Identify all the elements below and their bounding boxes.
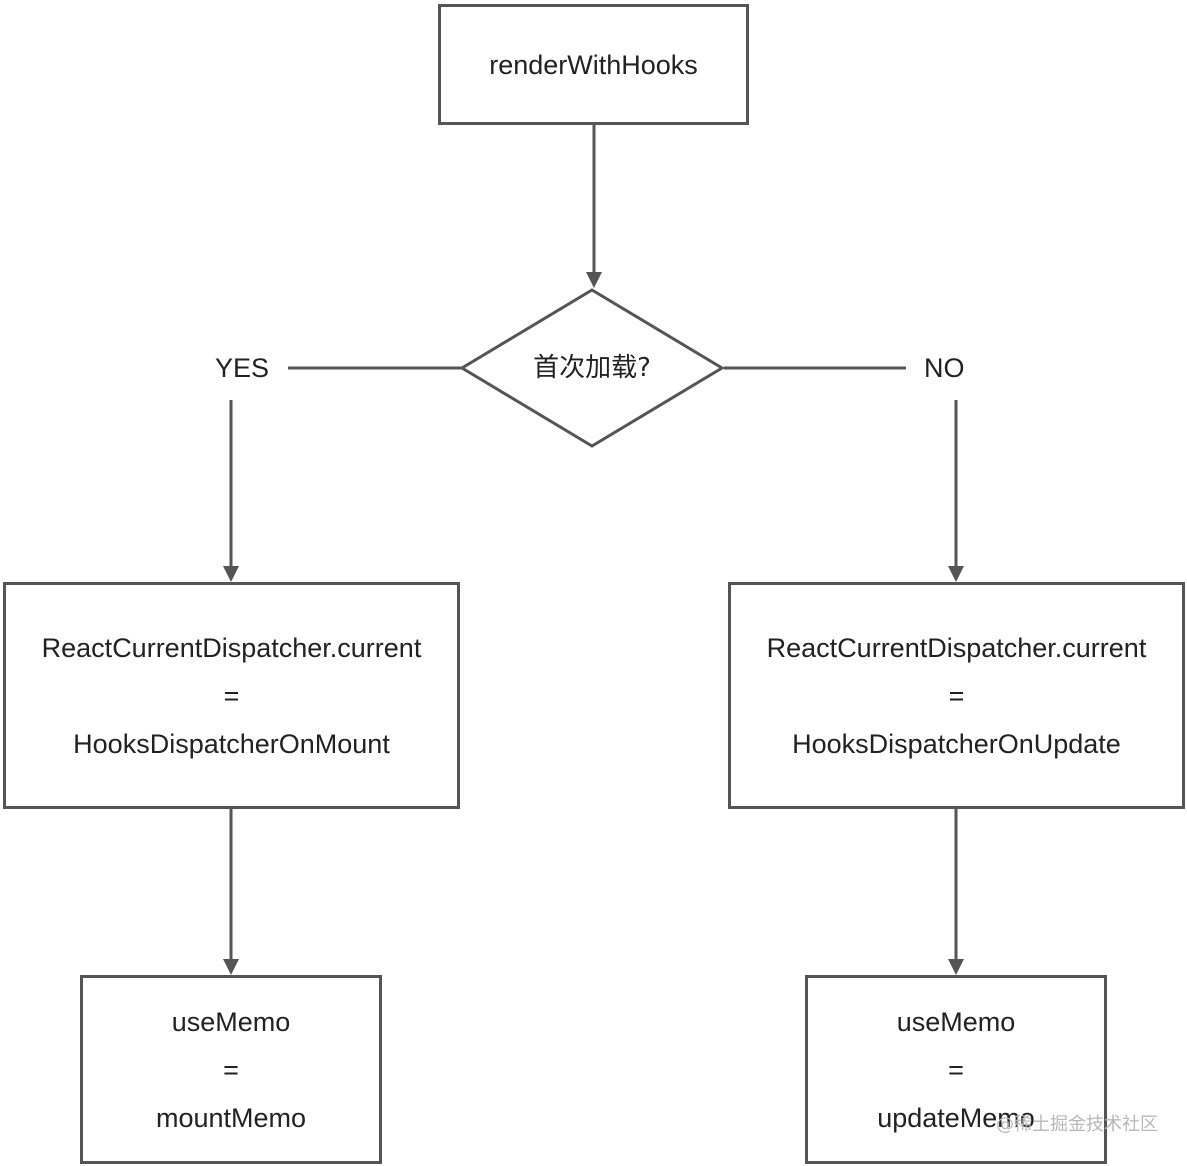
update-dispatcher-line-2: = [948,680,965,711]
arrowhead-yes-to-mount [223,566,239,582]
update-memo-node: useMemo = updateMemo [805,975,1107,1164]
update-memo-line-1: useMemo [896,1006,1016,1037]
mount-memo-node: useMemo = mountMemo [80,975,382,1164]
update-dispatcher-node: ReactCurrentDispatcher.current = HooksDi… [728,582,1185,809]
update-dispatcher-line-3: HooksDispatcherOnUpdate [792,728,1121,759]
mount-dispatcher-node: ReactCurrentDispatcher.current = HooksDi… [3,582,460,809]
arrowhead-mount-to-mountmemo [223,959,239,975]
arrowhead-update-to-updatememo [948,959,964,975]
arrowhead-start-to-decision [586,272,602,288]
start-node: renderWithHooks [438,4,749,125]
decision-diamond [459,288,725,448]
update-memo-line-2: = [948,1054,964,1085]
yes-label: YES [215,353,270,383]
mount-dispatcher-line-2: = [223,680,240,711]
mount-dispatcher-line-1: ReactCurrentDispatcher.current [41,632,422,663]
mount-dispatcher-line-3: HooksDispatcherOnMount [73,728,390,759]
start-node-label: renderWithHooks [489,49,698,80]
arrowhead-no-to-update [948,566,964,582]
mount-memo-line-3: mountMemo [155,1102,307,1133]
no-label: NO [924,353,965,383]
mount-memo-line-1: useMemo [171,1006,291,1037]
decision-label: 首次加载? [533,353,651,383]
update-dispatcher-line-1: ReactCurrentDispatcher.current [766,632,1147,663]
watermark: @稀土掘金技术社区 [996,1114,1158,1135]
mount-memo-line-2: = [223,1054,239,1085]
update-memo-line-3: updateMemo [877,1102,1035,1133]
